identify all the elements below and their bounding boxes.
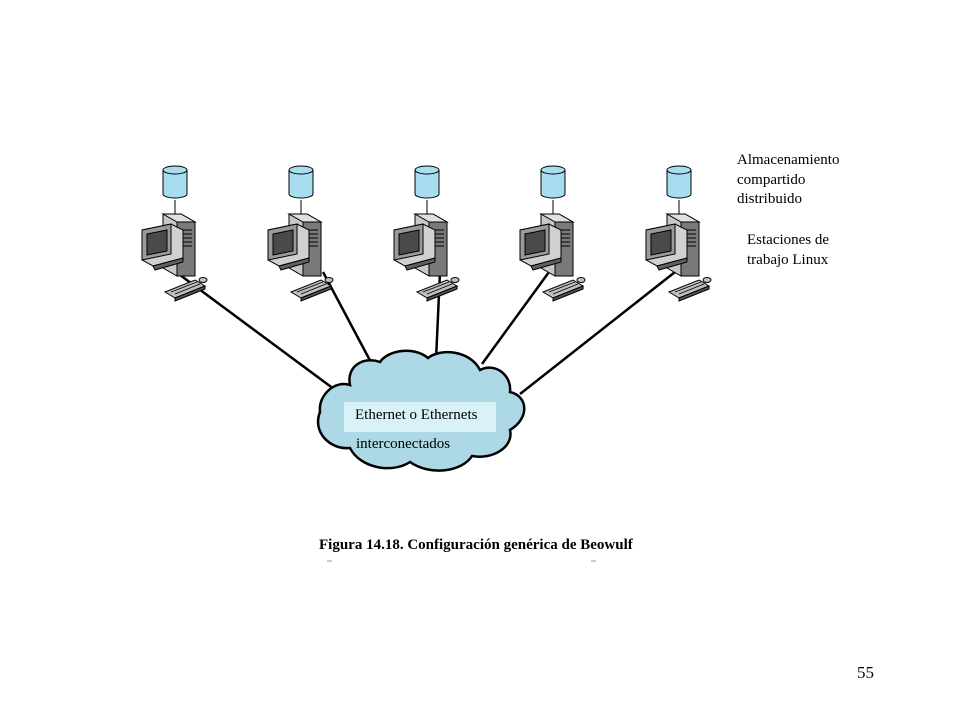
link-5 <box>519 271 676 395</box>
storage-label-line-2: compartido <box>737 172 806 188</box>
link-1 <box>175 270 343 397</box>
network-label-box <box>344 402 496 432</box>
workstation-node-4 <box>519 165 586 302</box>
workstations-label-line-2: trabajo Linux <box>747 252 829 268</box>
network-label-line-1: Ethernet o Ethernets <box>355 407 478 423</box>
workstations-label-line-1: Estaciones de <box>747 232 830 248</box>
workstation-node-2 <box>267 165 334 302</box>
page-number: 55 <box>857 663 874 682</box>
storage-label-line-3: distribuido <box>737 191 803 207</box>
workstation-node-3 <box>393 165 460 302</box>
figure-caption: Figura 14.18. Configuración genérica de … <box>319 537 633 553</box>
workstation-node-1 <box>141 165 208 302</box>
link-4 <box>480 271 551 365</box>
storage-label-line-1: Almacenamiento <box>737 152 840 168</box>
network-label-line-2: interconectados <box>356 436 451 452</box>
workstation-node-5 <box>645 165 712 302</box>
